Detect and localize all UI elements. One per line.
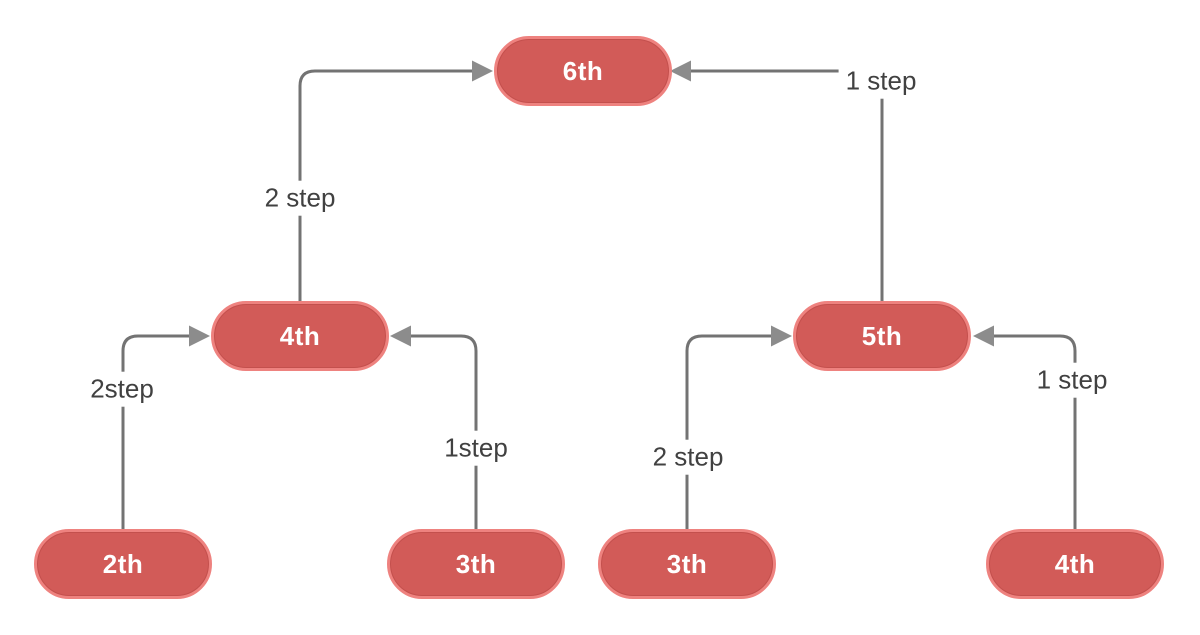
node-6th: 6th xyxy=(494,36,672,106)
edge-3th-to-4th xyxy=(390,325,478,531)
edge-3th-to-5th xyxy=(685,325,792,531)
edge-label-5th-to-6th: 1 step xyxy=(838,63,924,99)
node-2th: 2th xyxy=(34,529,212,599)
edge-label-3th-to-4th: 1step xyxy=(437,430,515,466)
node-4th: 4th xyxy=(211,301,389,371)
node-4th-bottom: 4th xyxy=(986,529,1164,599)
edge-label-4th-to-6th: 2 step xyxy=(257,180,343,216)
node-5th: 5th xyxy=(793,301,971,371)
edge-label-4th-to-5th: 1 step xyxy=(1029,362,1115,398)
edge-4th-to-5th xyxy=(973,325,1077,531)
node-3th-left: 3th xyxy=(387,529,565,599)
node-3th-right: 3th xyxy=(598,529,776,599)
edge-label-2th-to-4th: 2step xyxy=(83,371,161,407)
edge-label-3th-to-5th: 2 step xyxy=(645,439,731,475)
edge-4th-to-6th xyxy=(298,60,493,301)
edge-2th-to-4th xyxy=(121,325,210,531)
